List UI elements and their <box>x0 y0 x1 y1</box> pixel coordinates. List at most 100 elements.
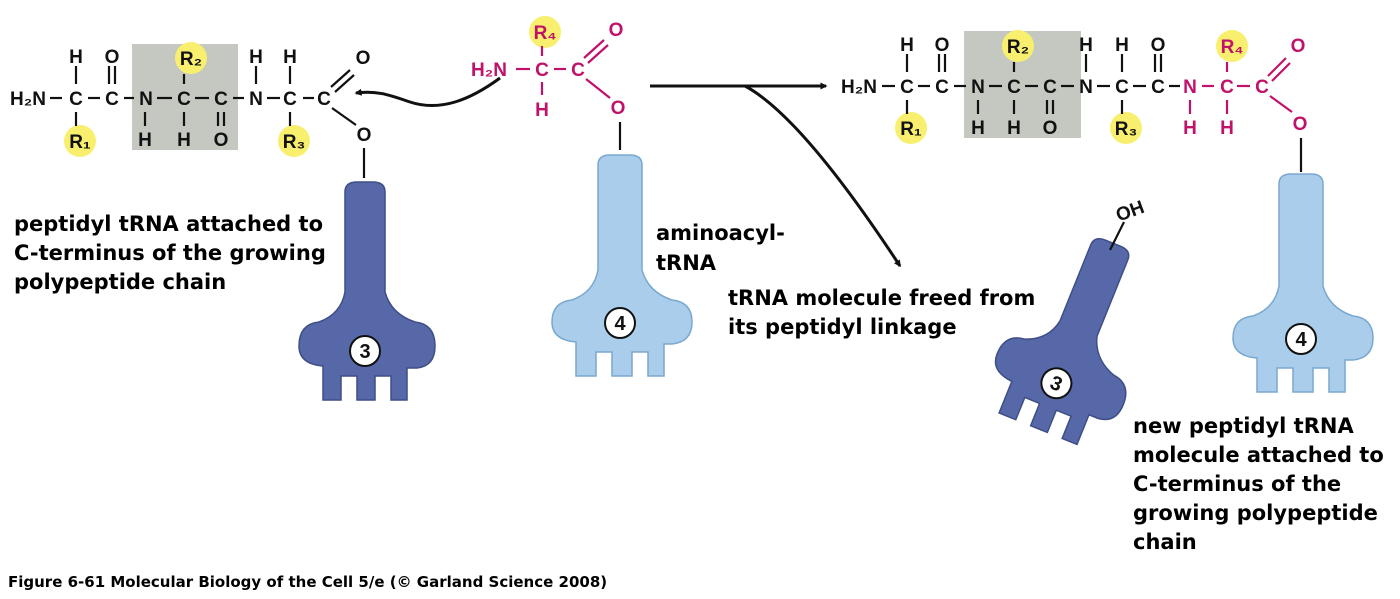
trna-number-badge <box>349 335 381 367</box>
atom-c: C <box>69 89 83 110</box>
atom-o: O <box>1293 114 1308 135</box>
right-atoms-magenta: N H C R₄ H C O O <box>1183 36 1307 139</box>
atom-o: O <box>357 125 372 146</box>
label-freed-trna: tRNA molecule freed from its peptidyl li… <box>728 286 1035 339</box>
atom-c: C <box>1255 77 1269 98</box>
atom-c: C <box>900 77 914 98</box>
atom-c: C <box>1007 77 1021 98</box>
label-peptidyl-trna: peptidyl tRNA attached to C-terminus of … <box>14 212 326 294</box>
atom-o: O <box>1151 35 1166 56</box>
atom-r4: R₄ <box>1221 37 1244 58</box>
r4-highlight <box>529 16 561 48</box>
atom-h: H <box>69 47 83 68</box>
label-line: peptidyl tRNA attached to <box>14 212 323 236</box>
atom-c: C <box>535 60 549 81</box>
atom-o: O <box>214 130 229 151</box>
atom-c: C <box>1115 77 1129 98</box>
atom-n: N <box>1183 77 1197 98</box>
atom-h2n: H₂N <box>471 60 507 81</box>
atom-h: H <box>900 35 914 56</box>
trna-right-4: 4 <box>1232 173 1374 393</box>
r3-highlight <box>278 125 310 157</box>
r4-highlight <box>1216 30 1248 62</box>
atom-r3: R₃ <box>1115 119 1138 140</box>
atom-h: H <box>177 130 191 151</box>
atom-c: C <box>935 77 949 98</box>
r1-highlight <box>895 112 927 144</box>
label-aminoacyl-trna: aminoacyl- tRNA <box>656 221 785 275</box>
atom-h: H <box>1079 35 1093 56</box>
figure-caption: Figure 6-61 Molecular Biology of the Cel… <box>8 573 607 591</box>
r2-highlight <box>175 42 207 74</box>
atom-h: H <box>1220 118 1234 139</box>
atom-h: H <box>1115 35 1129 56</box>
atom-o: O <box>609 20 624 41</box>
atom-c: C <box>317 89 331 110</box>
trna-number-badge <box>604 307 636 339</box>
trna-freed-3: 3 <box>994 238 1130 446</box>
atom-n: N <box>139 89 153 110</box>
atom-h2n: H₂N <box>841 77 877 98</box>
atom-c: C <box>105 89 119 110</box>
atom-r2: R₂ <box>1007 37 1029 58</box>
atom-h2n: H₂N <box>10 89 46 110</box>
trna-left-3: 3 <box>298 181 436 401</box>
right-atoms-black: H₂N C H R₁ C O N H C R₂ H C O N H C H R₃… <box>841 35 1165 140</box>
atom-h: H <box>1007 118 1021 139</box>
left-peptidyl-chain: H₂N C H R₁ C O N H C R₂ H C O N H C H R₃… <box>10 42 371 178</box>
label-new-peptidyl-trna: new peptidyl tRNA molecule attached to C… <box>1133 414 1384 554</box>
atom-h: H <box>249 47 263 68</box>
trna-number: 3 <box>359 341 370 363</box>
atom-o: O <box>356 48 371 69</box>
atom-h: H <box>535 100 549 121</box>
atom-r3: R₃ <box>283 132 306 153</box>
trna-number-badge <box>1285 323 1317 355</box>
atom-r2: R₂ <box>180 49 202 70</box>
label-line: polypeptide chain <box>14 270 226 294</box>
atom-c: C <box>283 89 297 110</box>
trna-number-badge <box>1040 367 1073 400</box>
trna-number: 4 <box>614 313 626 335</box>
label-line: C-terminus of the growing <box>14 241 326 265</box>
trna-number: 4 <box>1295 329 1307 351</box>
label-line: aminoacyl- <box>656 221 785 245</box>
r1-highlight <box>64 125 96 157</box>
atom-r1: R₁ <box>69 132 91 153</box>
atom-c: C <box>1151 77 1165 98</box>
atom-n: N <box>1079 77 1093 98</box>
atom-o: O <box>1043 118 1058 139</box>
nucleophilic-attack-arrow <box>354 76 501 108</box>
atom-h: H <box>1183 118 1197 139</box>
left-bonds <box>50 66 357 126</box>
trna-release-arrow <box>744 84 902 268</box>
atom-oh: OH <box>1113 197 1147 226</box>
atom-c: C <box>214 89 228 110</box>
atom-n: N <box>971 77 985 98</box>
atom-o: O <box>935 35 950 56</box>
atom-o: O <box>105 47 120 68</box>
atom-c: C <box>571 60 585 81</box>
label-line: its peptidyl linkage <box>728 315 957 339</box>
label-line: chain <box>1133 530 1197 554</box>
aminoacyl-bonds <box>516 39 611 99</box>
atom-h: H <box>283 47 297 68</box>
label-line: molecule attached to <box>1133 443 1384 467</box>
atom-c: C <box>1220 77 1234 98</box>
label-line: new peptidyl tRNA <box>1133 414 1354 438</box>
label-line: C-terminus of the <box>1133 472 1341 496</box>
left-atoms: H₂N C H R₁ C O N H C R₂ H C O N H C H R₃… <box>10 47 371 153</box>
atom-o: O <box>611 98 626 119</box>
atom-c: C <box>177 89 191 110</box>
atom-h: H <box>971 118 985 139</box>
aminoacyl-atoms: H₂N C R₄ H C O O <box>471 20 625 121</box>
label-line: growing polypeptide <box>1133 501 1378 525</box>
atom-r1: R₁ <box>900 119 922 140</box>
atom-n: N <box>249 89 263 110</box>
right-bonds-magenta <box>1188 57 1293 114</box>
atom-o: O <box>1291 36 1306 57</box>
right-peptidyl-chain: H₂N C H R₁ C O N H C R₂ H C O N H C H R₃… <box>841 30 1307 172</box>
label-line: tRNA molecule freed from <box>728 286 1035 310</box>
r2-highlight <box>1002 30 1034 62</box>
aminoacyl-residue: H₂N C R₄ H C O O <box>471 16 625 150</box>
